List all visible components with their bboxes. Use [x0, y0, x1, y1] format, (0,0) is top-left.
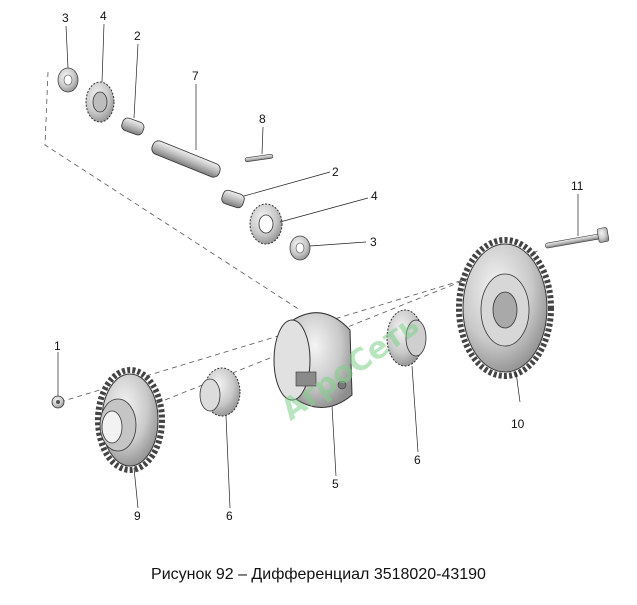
washer-upper: [57, 67, 79, 93]
pinion-gear-upper: [85, 81, 115, 123]
callout-4-lower: 4: [371, 189, 378, 203]
leader-lines: [57, 23, 579, 509]
callout-3-lower: 3: [370, 235, 377, 249]
callout-3-upper: 3: [62, 11, 69, 25]
pinion-axle: [151, 140, 221, 178]
callout-numbers: 3 4 2 7 8 2 4 3 11 1 10 6 5 6 9: [54, 9, 584, 523]
drive-gear: [95, 367, 165, 473]
ring-gear: [456, 237, 554, 379]
differential-housing: [273, 312, 353, 408]
callout-4-upper: 4: [100, 9, 107, 23]
figure-caption: Рисунок 92 – Дифференциал 3518020-43190: [151, 566, 486, 583]
callout-7: 7: [192, 69, 199, 83]
nut: [51, 395, 65, 409]
side-gear-right: [386, 309, 427, 367]
pinion-gear-lower: [249, 203, 283, 245]
side-gear-left: [199, 367, 241, 417]
callout-2-lower: 2: [332, 165, 339, 179]
washer-lower: [289, 235, 311, 261]
differential-exploded-diagram: 3 4 2 7 8 2 4 3 11 1 10 6 5 6 9 АгроСеть: [44, 9, 610, 523]
callout-8: 8: [259, 112, 266, 126]
callout-2-upper: 2: [134, 29, 141, 43]
assembly-axes: [44, 71, 541, 411]
bushing-upper: [121, 117, 145, 136]
callout-11: 11: [571, 179, 584, 193]
callout-10: 10: [511, 417, 525, 431]
lock-pin: [244, 154, 274, 162]
callout-9: 9: [134, 509, 141, 523]
callout-6-left: 6: [226, 509, 233, 523]
callout-6-right: 6: [414, 453, 421, 467]
bolt: [545, 227, 610, 249]
bushing-lower: [221, 189, 245, 209]
callout-5: 5: [332, 477, 339, 491]
callout-1: 1: [54, 339, 61, 353]
